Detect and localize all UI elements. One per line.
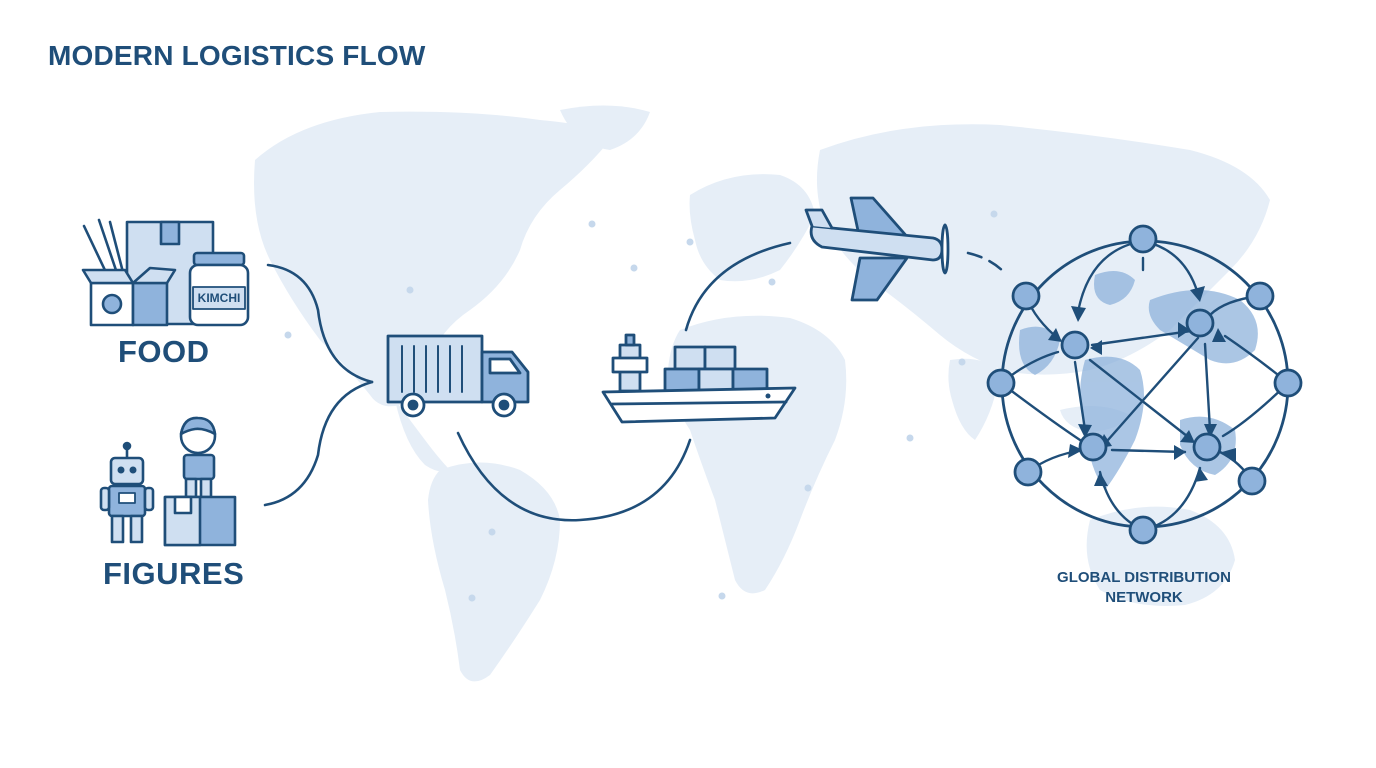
kimchi-jar-label: KIMCHI [198, 291, 241, 305]
airplane-icon [804, 196, 950, 302]
food-label: FOOD [118, 334, 210, 369]
globe-icon [986, 224, 1303, 545]
global-network-label: GLOBAL DISTRIBUTION NETWORK [1030, 568, 1258, 608]
figures-label: FIGURES [103, 556, 245, 591]
figure-box-icon [163, 495, 237, 547]
robot-figure-icon [99, 441, 155, 544]
global-network-label-line1: GLOBAL DISTRIBUTION [1057, 569, 1231, 586]
open-box-icon [81, 266, 177, 327]
flow-paths [263, 241, 1007, 522]
world-map-background [254, 105, 1270, 682]
map-dots [284, 210, 998, 602]
global-network-label-line2: NETWORK [1105, 589, 1183, 606]
truck-to-ship-path [456, 431, 692, 522]
diagram-title: MODERN LOGISTICS FLOW [48, 40, 426, 71]
food-to-truck-path [266, 263, 374, 384]
ship-to-plane-path [684, 241, 792, 332]
plane-to-globe-path [966, 251, 1007, 275]
food-icons [81, 218, 250, 327]
figures-to-truck-path [263, 380, 374, 507]
cargo-ship-icon [601, 333, 797, 424]
kimchi-jar-icon [188, 251, 250, 327]
child-figure-icon [179, 416, 217, 499]
delivery-truck-icon [386, 334, 530, 418]
figures-icons [99, 416, 237, 547]
